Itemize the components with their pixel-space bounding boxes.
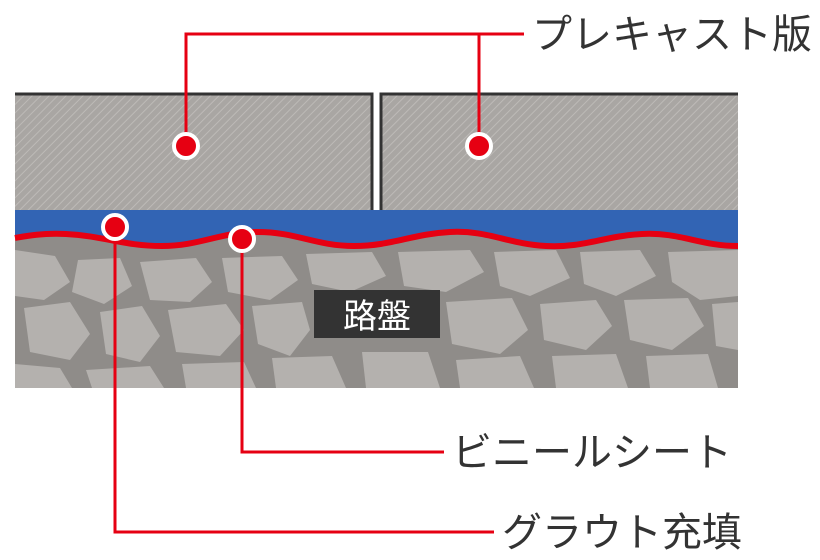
- roadbed-stone: [446, 298, 528, 354]
- roadbed-stone: [140, 258, 212, 302]
- vinyl-sheet-leader-line: [240, 239, 444, 454]
- precast-slab-label: プレキャスト版: [532, 12, 812, 58]
- precast-slabs: [15, 92, 738, 210]
- roadbed-stone: [252, 302, 310, 356]
- roadbed-stone: [182, 362, 256, 388]
- leader-lines: [113, 32, 524, 534]
- precast-slab-right-marker: [465, 132, 493, 160]
- roadbed-stone: [624, 298, 704, 350]
- roadbed-stone: [15, 250, 70, 300]
- roadbed-stone: [24, 302, 90, 360]
- roadbed-label-box: 路盤: [314, 290, 440, 338]
- precast-slab-left-edge: [15, 92, 374, 210]
- roadbed-stone: [398, 250, 484, 292]
- roadbed-stone: [15, 364, 72, 388]
- precast-slab-leader-line: [184, 32, 524, 146]
- precast-slab-right-edge: [379, 92, 738, 210]
- vinyl-sheet-marker: [228, 225, 256, 253]
- roadbed-stone: [646, 354, 718, 388]
- vinyl-sheet-label: ビニールシート: [452, 430, 732, 476]
- grout-fill-marker: [101, 213, 129, 241]
- roadbed-label: 路盤: [343, 297, 411, 337]
- roadbed-stone: [272, 356, 346, 388]
- roadbed-label-background: [314, 290, 440, 338]
- roadbed-stone: [168, 304, 244, 356]
- precast-slab-right: [381, 94, 738, 210]
- grout-fill-label: グラウト充填: [502, 510, 742, 556]
- roadbed-stone: [362, 352, 440, 388]
- roadbed-stone: [552, 354, 628, 388]
- roadbed-layer: [15, 232, 738, 388]
- roadbed-stone: [494, 250, 570, 296]
- roadbed-stone: [306, 252, 386, 292]
- roadbed-stones: [15, 250, 738, 388]
- roadbed-stone: [580, 250, 656, 296]
- roadbed-stone: [668, 250, 738, 300]
- callout-markers: [101, 132, 493, 253]
- roadbed-stone: [456, 356, 534, 388]
- roadbed-stone: [86, 366, 164, 388]
- vinyl-sheet-line: [14, 228, 739, 250]
- roadbed-stone: [72, 258, 132, 304]
- precast-slab-left-marker: [172, 132, 200, 160]
- roadbed-stone: [712, 302, 738, 350]
- grout-fill-leader-line: [113, 227, 494, 534]
- roadbed-stone: [540, 300, 612, 350]
- grout-fill-layer: [15, 210, 738, 247]
